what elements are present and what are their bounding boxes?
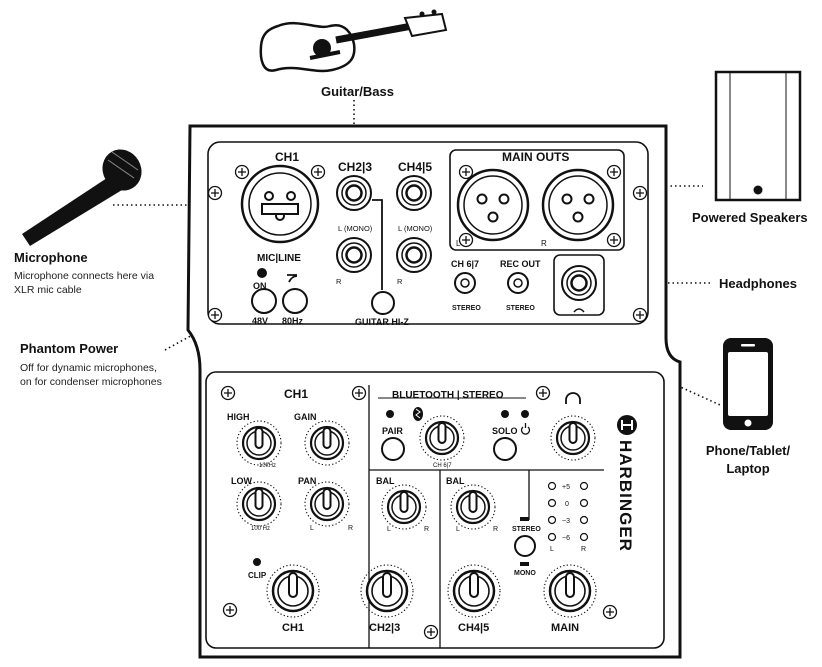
- front-ch1-label: CH1: [284, 387, 308, 401]
- meter-minus6-label: −6: [562, 535, 570, 542]
- microphone-callout: Microphone: [14, 250, 88, 265]
- guitar-hiz-label: GUITAR HI-Z: [355, 317, 409, 327]
- main-out-r-label: R: [541, 239, 547, 248]
- on-label: ON: [253, 281, 267, 291]
- bluetooth-icon: [413, 407, 423, 421]
- meter-0-label: 0: [565, 501, 569, 508]
- phantom-power-button[interactable]: [251, 288, 277, 314]
- ch67-stereo-label: STEREO: [452, 305, 481, 312]
- microphone-desc-line2: XLR mic cable: [14, 284, 82, 296]
- guitar-icon: [259, 9, 448, 73]
- low-label: LOW: [231, 476, 252, 486]
- meter-minus3-label: −3: [562, 518, 570, 525]
- main-out-l-label: L: [456, 239, 461, 248]
- hpf-button[interactable]: [282, 288, 308, 314]
- headphones-callout: Headphones: [719, 276, 798, 291]
- low-freq-label: 100 Hz: [251, 526, 270, 532]
- ch1-combo-jack[interactable]: [240, 164, 320, 244]
- pair-button[interactable]: [381, 437, 405, 461]
- phantom-power-callout: Phantom Power: [20, 341, 119, 356]
- meter-r-label: R: [581, 546, 586, 553]
- rec-out-label: REC OUT: [500, 259, 541, 269]
- bal-b-l-label: L: [456, 526, 460, 533]
- microphone-icon: [22, 149, 142, 246]
- speakers-callout: Powered Speakers: [692, 210, 808, 225]
- mic-line-label: MIC|LINE: [257, 253, 301, 264]
- phone-callout-line2: Laptop: [726, 461, 770, 476]
- microphone-desc-line1: Microphone connects here via: [14, 270, 155, 282]
- stereo-mono-button[interactable]: [514, 535, 536, 557]
- bal-a-r-label: R: [424, 526, 429, 533]
- rear-ch67-label: CH 6|7: [451, 259, 479, 269]
- solo-button[interactable]: [493, 437, 517, 461]
- power-icon: [520, 423, 531, 435]
- headphones-jack[interactable]: [553, 254, 605, 316]
- ch23-l-mono-label: L (MONO): [338, 224, 373, 233]
- fader-ch45-label: CH4|5: [458, 622, 489, 634]
- speaker-icon: [714, 70, 802, 202]
- mono-label: MONO: [514, 570, 536, 577]
- rear-ch1-label: CH1: [275, 150, 299, 164]
- phantom-desc-line2: on for condenser microphones: [20, 376, 162, 388]
- harbinger-logo-icon: [617, 415, 637, 435]
- ch45-r-label: R: [397, 277, 403, 286]
- high-label: HIGH: [227, 412, 250, 422]
- solo-label: SOLO: [492, 426, 518, 436]
- pan-label: PAN: [298, 476, 316, 486]
- stereo-label: STEREO: [512, 526, 541, 533]
- ch45-l-mono-label: L (MONO): [398, 224, 433, 233]
- bluetooth-stereo-label: BLUETOOTH | STEREO: [392, 390, 504, 401]
- bal-ch45-label: BAL: [446, 476, 465, 486]
- ch23-r-label: R: [336, 277, 342, 286]
- rear-ch23-label: CH2|3: [338, 160, 372, 174]
- high-freq-label: 10kHz: [259, 463, 276, 469]
- rec-out[interactable]: [507, 272, 529, 294]
- phantom-desc-line1: Off for dynamic microphones,: [20, 362, 157, 374]
- clip-label: CLIP: [248, 571, 267, 580]
- pan-r-label: R: [348, 525, 353, 532]
- 48v-label: 48V: [252, 316, 268, 326]
- rec-out-stereo-label: STEREO: [506, 305, 535, 312]
- bal-a-l-label: L: [387, 526, 391, 533]
- fader-ch1-label: CH1: [282, 622, 304, 634]
- meter-l-label: L: [550, 546, 554, 553]
- 80hz-label: 80Hz: [282, 316, 304, 326]
- meter-plus5-label: +5: [562, 484, 570, 491]
- fader-ch23-label: CH2|3: [369, 622, 400, 634]
- main-outs-label: MAIN OUTS: [502, 150, 569, 164]
- ch67-input[interactable]: [454, 272, 476, 294]
- gain-label: GAIN: [294, 412, 317, 422]
- phone-callout-line1: Phone/Tablet/: [705, 443, 791, 458]
- level-meter: [547, 481, 589, 542]
- headphone-icon: [565, 392, 581, 404]
- brand-name: HARBINGER: [616, 440, 635, 552]
- guitar-hiz-button[interactable]: [371, 291, 395, 315]
- fader-main-label: MAIN: [551, 622, 579, 634]
- phone-icon: [723, 338, 773, 430]
- bal-ch23-label: BAL: [376, 476, 395, 486]
- rear-ch45-label: CH4|5: [398, 160, 432, 174]
- bt-ch67-label: CH 6|7: [433, 463, 452, 469]
- pan-l-label: L: [310, 525, 314, 532]
- guitar-callout: Guitar/Bass: [321, 84, 394, 99]
- pair-label: PAIR: [382, 426, 403, 436]
- bal-b-r-label: R: [493, 526, 498, 533]
